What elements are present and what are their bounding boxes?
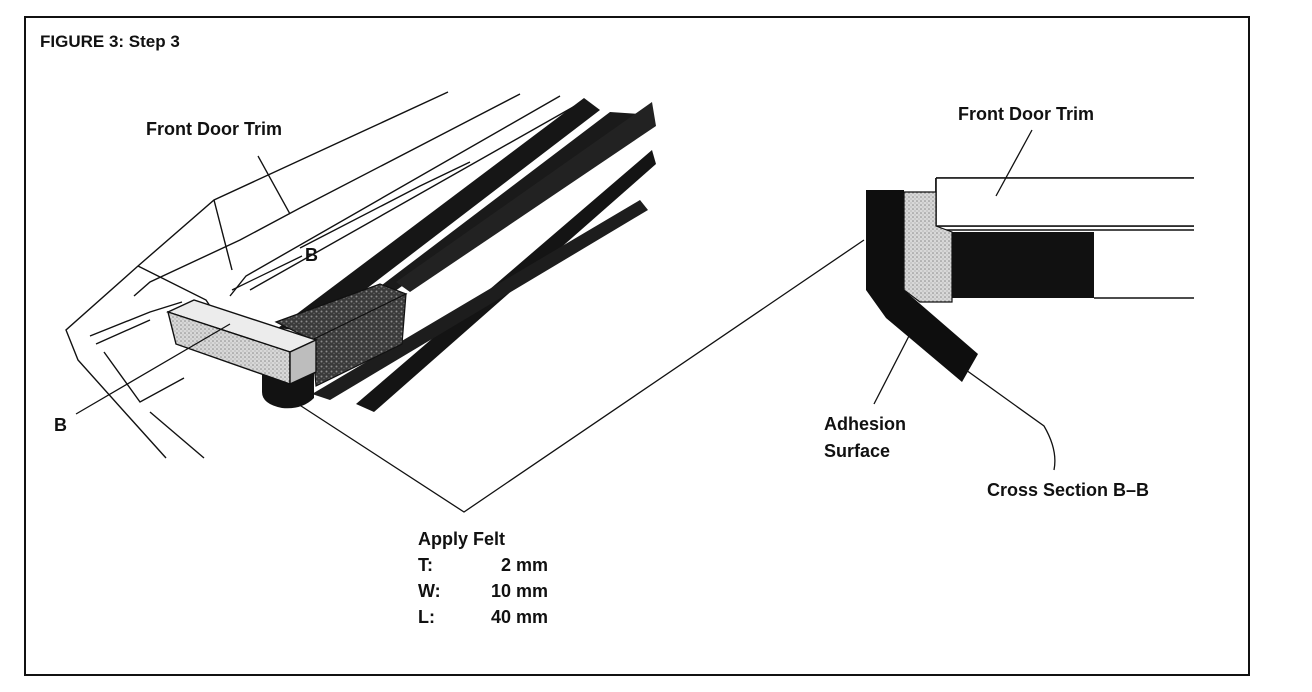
cross-section [866, 177, 1194, 382]
felt-spec-key: T: [418, 555, 433, 575]
felt-spec-row: W: 10 mm [418, 582, 558, 602]
adhesion-label-line1: Adhesion [824, 414, 907, 434]
felt-spec-value: 2 mm [500, 555, 548, 575]
left-trim-label: Front Door Trim [146, 119, 282, 139]
felt-pad [166, 299, 318, 386]
adhesion-label-line2: Surface [824, 441, 891, 461]
figure-title: FIGURE 3: Step 3 [40, 32, 180, 51]
trim-perspective [65, 91, 576, 459]
felt-spec-heading: Apply Felt [418, 529, 506, 549]
felt-spec-key: W: [418, 581, 441, 601]
right-trim-label: Front Door Trim [958, 104, 1094, 124]
felt-spec-value: 10 mm [490, 581, 548, 601]
section-mark-top: B [305, 245, 318, 265]
section-mark-bottom: B [54, 415, 67, 435]
felt-spec-row: L: 40 mm [418, 608, 558, 628]
felt-spec-row: T: 2 mm [418, 556, 558, 576]
figure-frame [24, 16, 1250, 676]
cross-section-label: Cross Section B–B [987, 480, 1150, 500]
right-leader-lines [873, 129, 1056, 471]
felt-spec-value: 40 mm [490, 607, 548, 627]
left-leader-lines [75, 155, 865, 513]
weatherstrip [278, 98, 656, 412]
felt-spec-key: L: [418, 607, 435, 627]
